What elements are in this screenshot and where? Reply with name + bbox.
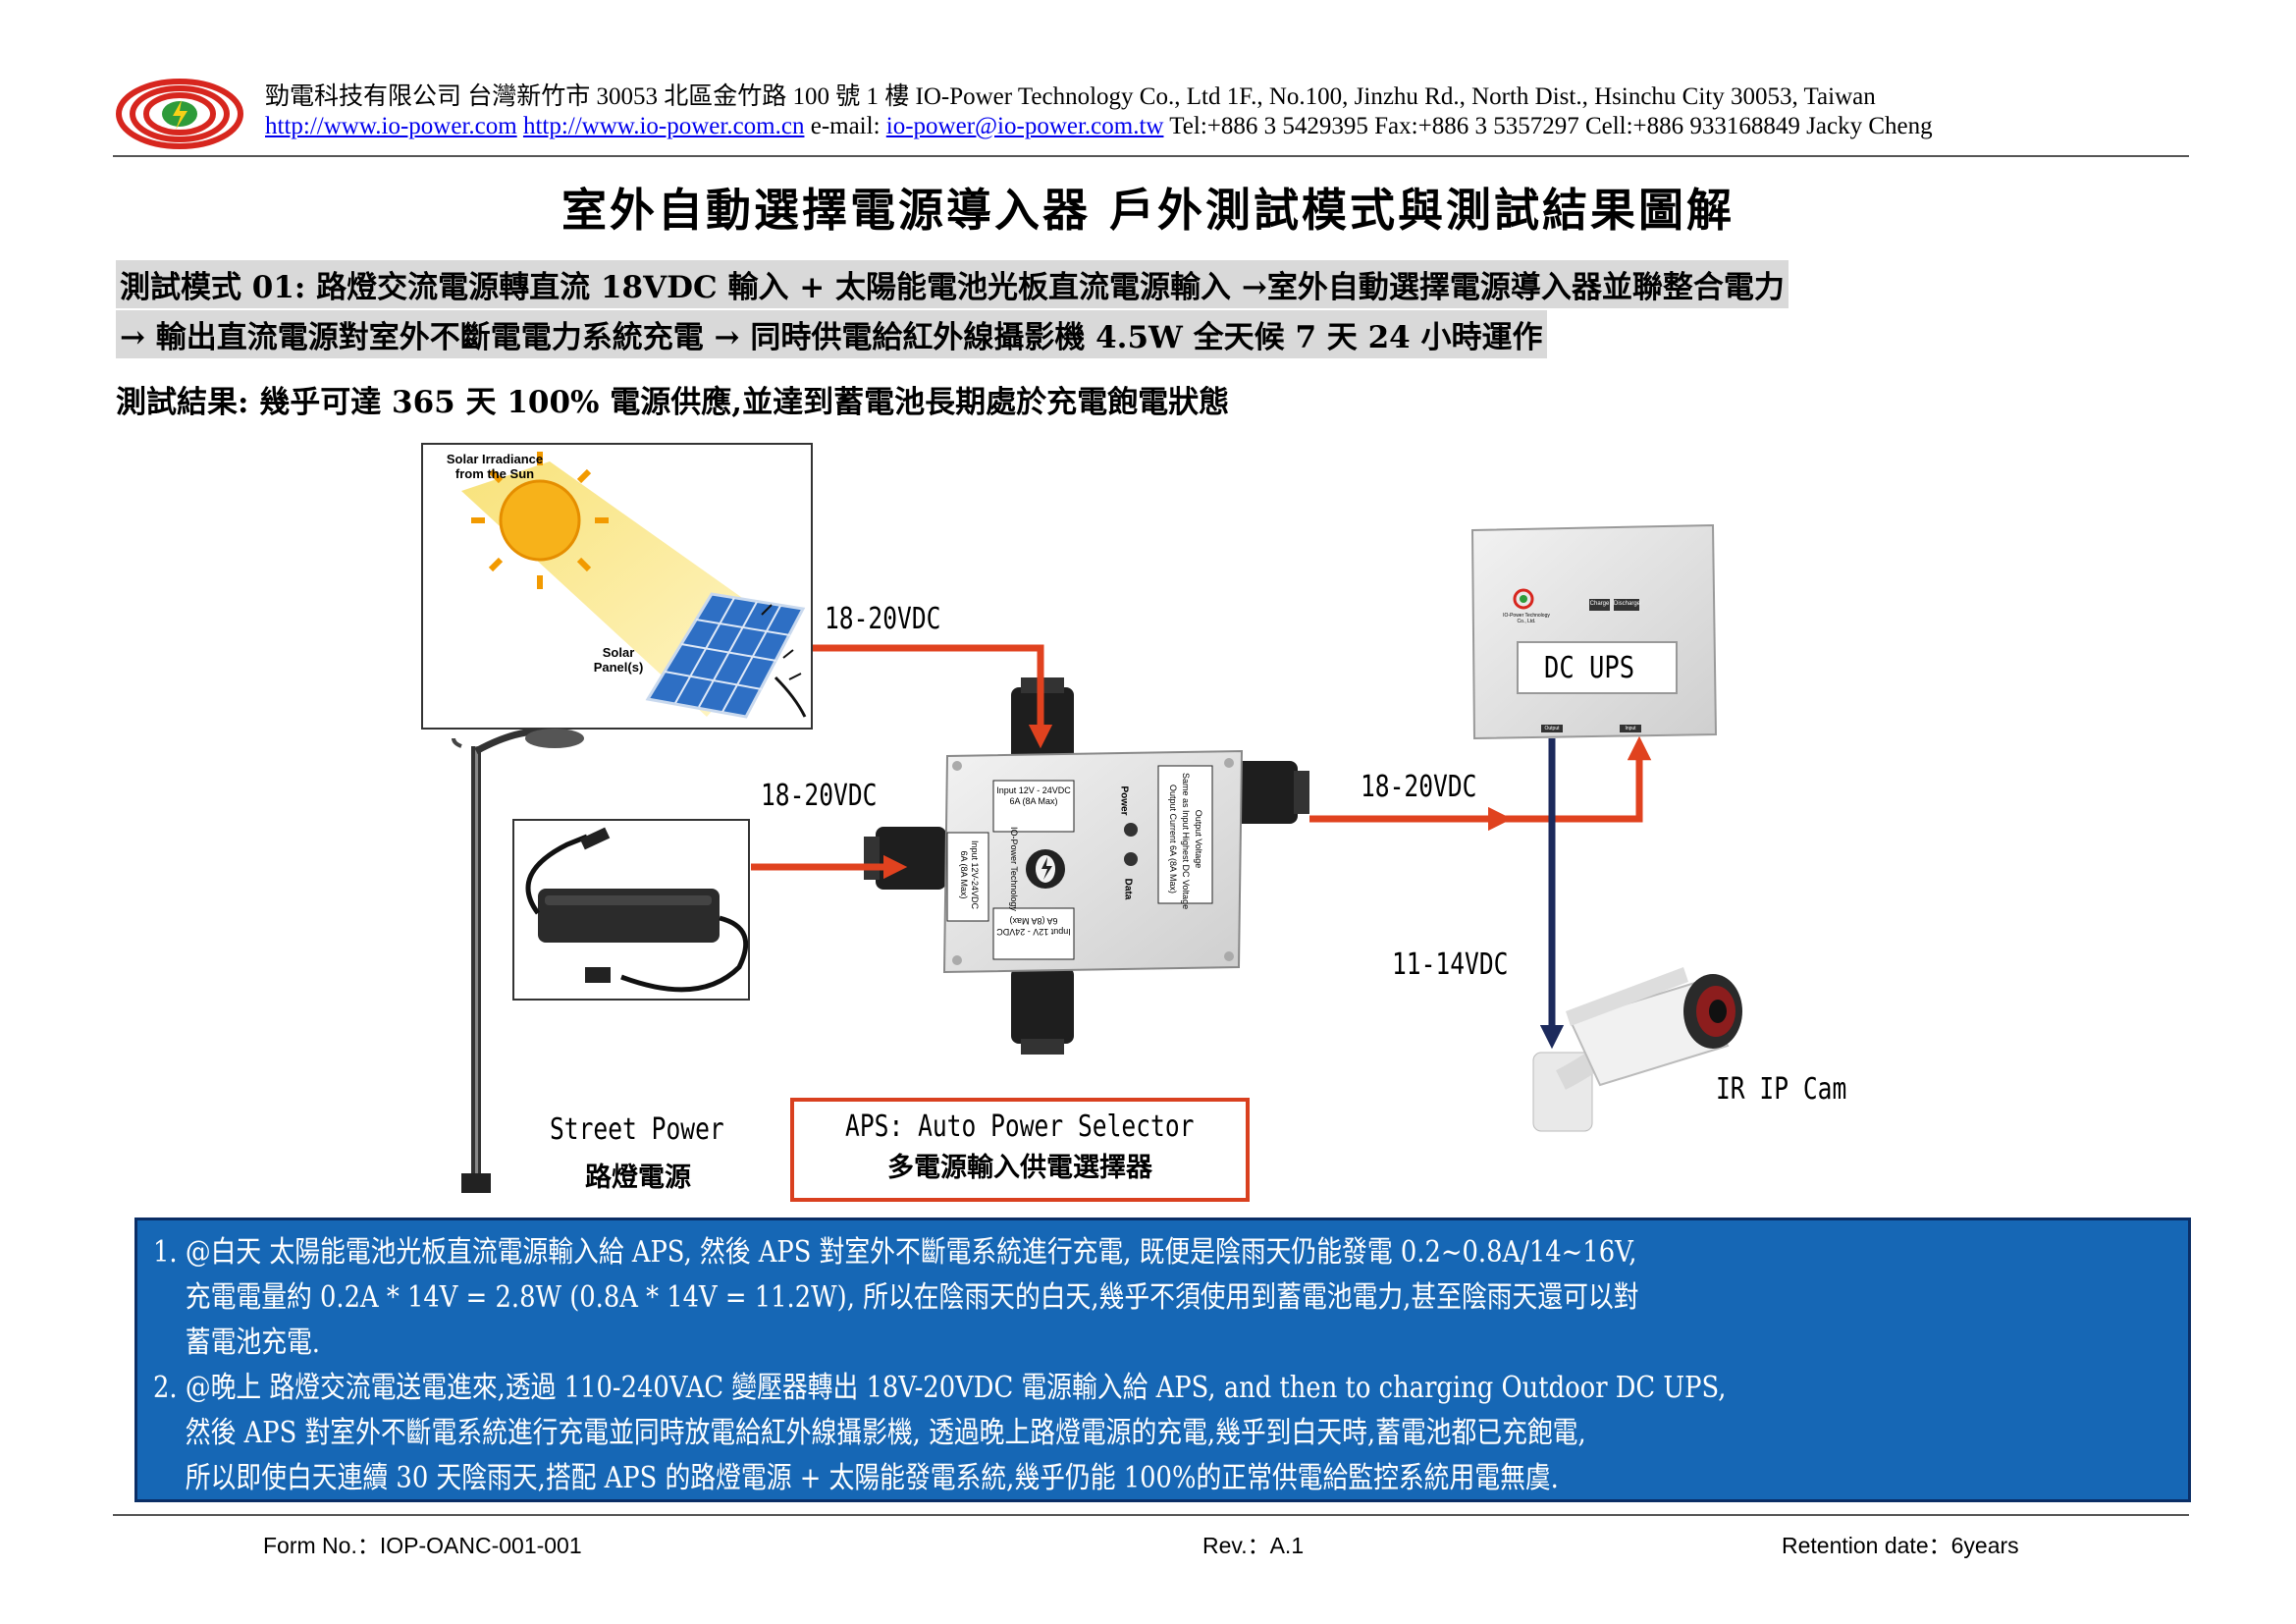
aps-input-bottom-label: Input 12V - 24VDC 6A (8A Max) [996, 916, 1071, 937]
note-line: 然後 APS 對室外不斷電系統進行充電並同時放電給紅外線攝影機, 透過晚上路燈電… [153, 1416, 1586, 1450]
test-result: 測試結果: 幾乎可達 365 天 100% 電源供應,並達到蓄電池長期處於充電飽… [116, 385, 1230, 420]
aps-caption-box: APS: Auto Power Selector 多電源輸入供電選擇器 [790, 1098, 1250, 1202]
test-mode-line-1: 測試模式 01: 路燈交流電源轉直流 18VDC 輸入 + 太陽能電池光板直流電… [116, 260, 1789, 308]
dc-ups-illustration [1470, 523, 1718, 740]
solar-voltage-label: 18-20VDC [825, 602, 941, 636]
phone-info: Tel:+886 3 5429395 Fax:+886 3 5357297 Ce… [1169, 113, 1933, 139]
ir-ip-cam-label: IR IP Cam [1716, 1072, 1847, 1107]
note-line: 所以即使白天連續 30 天陰雨天,搭配 APS 的路燈電源 + 太陽能發電系統,… [153, 1461, 1559, 1495]
solar-irradiance-label: Solar Irradiance from the Sun [446, 452, 544, 481]
test-mode-line-2: → 輸出直流電源對室外不斷電電力系統充電 → 同時供電給紅外線攝影機 4.5W … [116, 310, 1547, 358]
street-power-zh-label: 路燈電源 [585, 1163, 691, 1193]
website-cn-link[interactable]: http://www.io-power.com.cn [522, 113, 805, 139]
note-line: 蓄電池充電. [153, 1326, 321, 1360]
form-number: Form No.：IOP-OANC-001-001 [263, 1533, 582, 1558]
company-address: 勁電科技有限公司 台灣新竹市 30053 北區金竹路 100 號 1 樓 IO-… [265, 83, 1876, 110]
aps-device-illustration [864, 677, 1309, 1055]
street-power-label: Street Power [550, 1112, 724, 1147]
header-divider [113, 155, 2189, 157]
dc-ups-label: DC UPS [1517, 641, 1678, 694]
ir-ip-camera-illustration [1532, 967, 1742, 1132]
street-light-icon [452, 728, 584, 1193]
output-voltage-label: 18-20VDC [1361, 770, 1477, 804]
solar-illustration [421, 443, 813, 730]
email-prefix: e-mail: [810, 113, 881, 139]
street-voltage-label: 18-20VDC [761, 779, 878, 813]
note-line: 充電電量約 0.2A * 14V = 2.8W (0.8A * 14V = 11… [153, 1280, 1639, 1315]
notes-panel: 1. @白天 太陽能電池光板直流電源輸入給 APS, 然後 APS 對室外不斷電… [134, 1218, 2191, 1502]
ups-input-port-label: Input [1625, 726, 1636, 731]
sun-icon [471, 452, 609, 589]
contact-line: http://www.io-power.com http://www.io-po… [265, 113, 1933, 140]
aps-power-led-label: Power [1118, 785, 1130, 816]
ups-output-port-label: Output [1544, 726, 1560, 731]
ups-discharge-button-label: Discharge [1614, 601, 1641, 607]
note-line: 1. @白天 太陽能電池光板直流電源輸入給 APS, 然後 APS 對室外不斷電… [153, 1235, 1637, 1270]
ups-brand-label: IO-Power Technology Co., Ltd. [1503, 613, 1550, 624]
revision: Rev.：A.1 [1202, 1533, 1305, 1558]
aps-caption-en: APS: Auto Power Selector [845, 1110, 1195, 1144]
aps-output-label: Output Voltage Same as Input Highest DC … [1168, 773, 1203, 910]
solar-to-aps-arrow [813, 644, 1053, 749]
solar-panel-icon [645, 592, 807, 719]
email-link[interactable]: io-power@io-power.com.tw [885, 113, 1164, 139]
retention-date: Retention date：6years [1782, 1533, 2019, 1558]
note-line: 2. @晚上 路燈交流電送電進來,透過 110-240VAC 變壓器轉出 18V… [153, 1371, 1727, 1405]
aps-caption-zh: 多電源輸入供電選擇器 [887, 1153, 1152, 1183]
io-power-logo [116, 79, 243, 149]
aps-input-top-label: Input 12V - 24VDC 6A (8A Max) [996, 785, 1071, 806]
camera-voltage-label: 11-14VDC [1392, 947, 1509, 982]
aps-data-led-label: Data [1122, 878, 1134, 900]
aps-logo-icon [1026, 849, 1065, 889]
solar-panel-label: Solar Panel(s) [593, 645, 644, 675]
power-adapter-illustration [512, 819, 750, 1001]
page-title: 室外自動選擇電源導入器 戶外測試模式與測試結果圖解 [561, 184, 1735, 237]
aps-brand-label: IO-Power Technology [1008, 827, 1019, 911]
aps-to-ups-arrow [1309, 735, 1652, 832]
website-link[interactable]: http://www.io-power.com [265, 113, 517, 139]
ups-charge-button-label: Charge [1589, 601, 1610, 607]
aps-input-left-label: Input 12V-24VDC 6A (8A Max) [959, 839, 980, 910]
footer-divider [113, 1514, 2189, 1516]
